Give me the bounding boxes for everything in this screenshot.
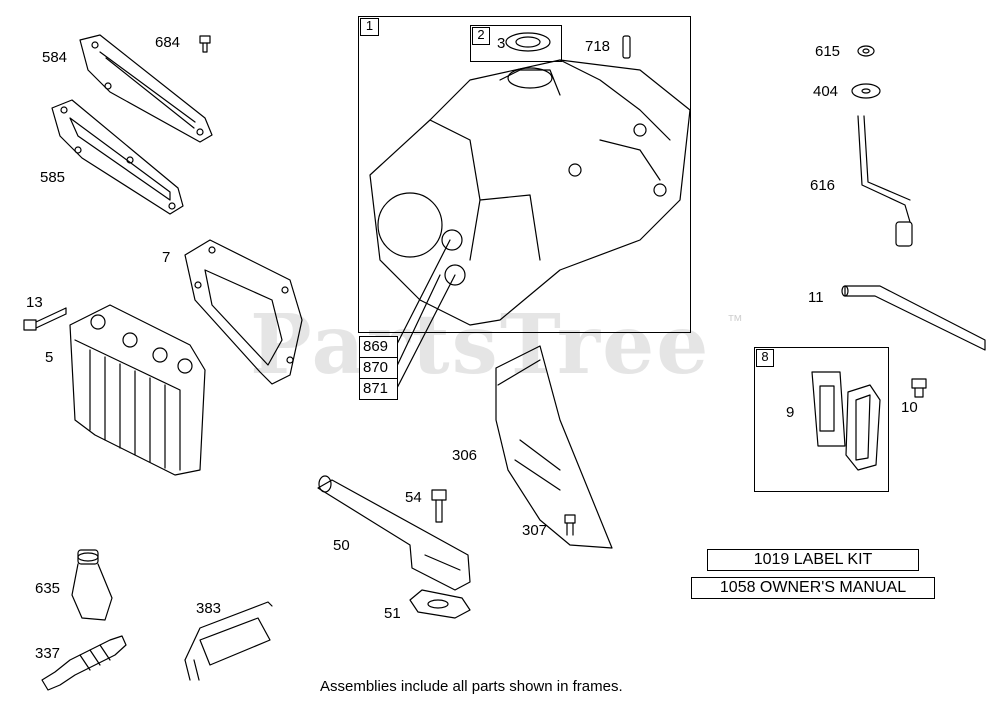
part-684-bolt (199, 35, 211, 53)
footnote: Assemblies include all parts shown in fr… (320, 678, 623, 695)
part-13-bolt (23, 307, 67, 331)
label-51[interactable]: 51 (384, 605, 401, 622)
label-615[interactable]: 615 (815, 43, 841, 60)
label-616[interactable]: 616 (810, 177, 836, 194)
part-585-gasket (51, 99, 184, 215)
part-718-pin (622, 35, 631, 59)
label-337[interactable]: 337 (35, 645, 61, 662)
kit-label-1019[interactable]: 1019 LABEL KIT (707, 549, 919, 571)
part-404-washer (851, 83, 881, 99)
part-615-nut (857, 45, 875, 57)
frame-8 (754, 347, 889, 492)
part-7-head-gasket (184, 239, 303, 385)
part-50-tube (317, 475, 471, 591)
callout-stack: 869 870 871 (359, 336, 398, 400)
label-10[interactable]: 10 (901, 399, 918, 416)
kit-label-1058[interactable]: 1058 OWNER'S MANUAL (691, 577, 935, 599)
part-51-gasket (409, 589, 471, 619)
part-1-crankcase (369, 59, 691, 326)
part-307-screw (564, 514, 576, 536)
label-584[interactable]: 584 (42, 49, 68, 66)
watermark-text: PartsTree (250, 297, 711, 393)
part-383-tool (184, 601, 273, 681)
label-307[interactable]: 307 (522, 522, 548, 539)
label-13[interactable]: 13 (26, 294, 43, 311)
label-54[interactable]: 54 (405, 489, 422, 506)
frame-2 (470, 25, 562, 62)
frame-8-number: 8 (756, 349, 774, 367)
label-684[interactable]: 684 (155, 34, 181, 51)
part-54-bolt (431, 489, 447, 523)
frame-1 (358, 16, 691, 333)
label-718[interactable]: 718 (585, 38, 611, 55)
label-3[interactable]: 3 (497, 35, 506, 52)
label-585[interactable]: 585 (40, 169, 66, 186)
label-5[interactable]: 5 (45, 349, 54, 366)
part-10-screw (911, 378, 927, 398)
callout-869[interactable]: 869 (360, 337, 397, 358)
label-50[interactable]: 50 (333, 537, 350, 554)
callout-871[interactable]: 871 (363, 380, 389, 397)
label-383[interactable]: 383 (196, 600, 222, 617)
label-404[interactable]: 404 (813, 83, 839, 100)
part-337-spark-plug (41, 635, 127, 691)
watermark-trademark: ™ (727, 313, 743, 330)
part-5-cylinder-head (69, 304, 206, 476)
label-635[interactable]: 635 (35, 580, 61, 597)
part-11-tube (841, 285, 986, 351)
part-8-breather (845, 384, 881, 471)
part-3-seal (505, 32, 551, 52)
part-306-shield (495, 345, 613, 549)
part-616-rod (857, 115, 913, 247)
frame-2-number: 2 (472, 27, 490, 45)
part-584-plate (79, 34, 213, 143)
frame-1-number: 1 (360, 18, 379, 36)
label-9[interactable]: 9 (786, 404, 795, 421)
label-306[interactable]: 306 (452, 447, 478, 464)
label-7[interactable]: 7 (162, 249, 171, 266)
label-11[interactable]: 11 (808, 289, 824, 306)
callout-870[interactable]: 870 (360, 358, 397, 379)
part-635-boot (71, 549, 113, 621)
part-9-gasket (811, 371, 846, 447)
